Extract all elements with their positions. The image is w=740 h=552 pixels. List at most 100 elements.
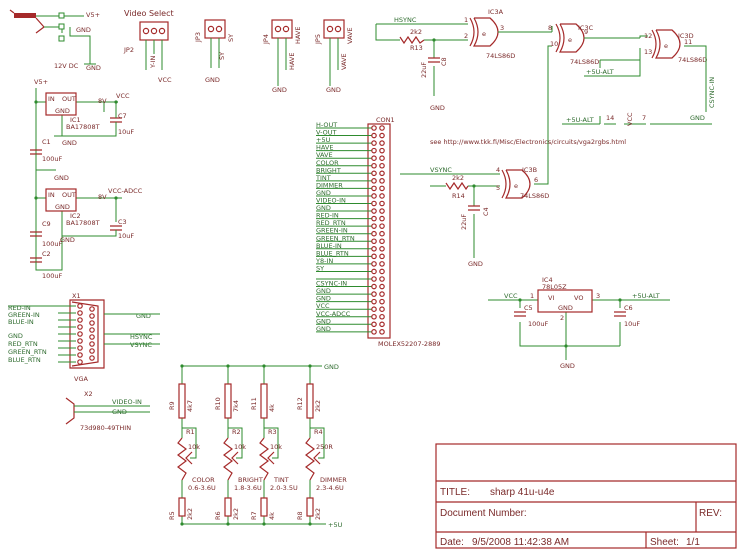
ic3-d-part: 74LS86D — [678, 56, 707, 64]
con1-pin-icon — [379, 276, 385, 282]
vga-pin-icon — [89, 327, 95, 333]
x2-part: 73d980-49THIN — [80, 424, 131, 432]
con1-pin-label: RED_RTN — [316, 219, 346, 227]
vga-vsync: VSYNC — [130, 341, 152, 349]
pot-value: 10k — [234, 443, 246, 451]
jp5-ref: JP5 — [314, 34, 322, 45]
ic3-r13v: 2k2 — [410, 28, 422, 36]
con1-pin-label: VAVE — [316, 151, 333, 159]
con1-pin-label: GND — [316, 287, 331, 295]
jack-gnd2-label: GND — [86, 64, 101, 72]
ic3-p5: 5 — [496, 184, 500, 192]
con1-pin-icon — [379, 193, 385, 199]
resistor-icon — [306, 497, 314, 517]
ic2-c3: C3 — [118, 218, 127, 226]
jack-body-icon — [14, 13, 36, 18]
pot-ref: R4 — [314, 428, 323, 436]
tb-title-label: TITLE: — [440, 487, 470, 498]
ic3-a-sym: e — [482, 30, 486, 38]
pot-rtop-value: 7k4 — [232, 400, 240, 412]
con1-pin-icon — [379, 155, 385, 162]
ic2-net-out: VCC-ADCC — [108, 187, 143, 195]
pot-rtop-ref: R10 — [214, 397, 222, 410]
ic3-p9: 9 — [584, 28, 588, 36]
con1-pin-label: GND — [316, 325, 331, 333]
vga-in-6: GREEN_RTN — [8, 348, 47, 356]
jp2-label: Video Select — [124, 9, 174, 18]
ic4-vi: VI — [548, 294, 554, 302]
jp2-y-in: Y-IN — [149, 56, 157, 69]
jp4-pin: HAVE — [294, 27, 302, 44]
resistor-icon — [178, 383, 186, 419]
con1-pin-icon — [379, 283, 385, 290]
pot-range: 1.8-3.6U — [234, 484, 262, 492]
jumper-jp5: JP5 VAVE VAVE GND — [314, 19, 354, 94]
con1-pin-icon — [379, 185, 385, 192]
pot-ref: R2 — [232, 428, 241, 436]
pot-rbot-ref: R5 — [168, 511, 176, 520]
ic3-c4v: 22uF — [460, 214, 468, 230]
con1-pin-label: HAVE — [316, 144, 333, 152]
con1-pin-icon — [371, 238, 377, 245]
jp3-gnd: GND — [205, 76, 220, 84]
con1-pin-label: VIDEO-IN — [316, 197, 346, 205]
vga-pin-icon — [77, 359, 83, 365]
ic3-url: see http://www.tkk.fi/Misc/Electronics/c… — [430, 138, 626, 146]
ic3-pwr7: 7 — [642, 114, 646, 122]
tb-date-label: Date: — [440, 537, 464, 548]
regulator-ic2: IN OUT GND IC2 BA17808T 8V VCC-ADCC C3 1… — [30, 170, 143, 280]
pot-range: 0.6-3.6U — [188, 484, 216, 492]
ic1-gnd-a: GND — [62, 139, 77, 147]
ic1-c7: C7 — [118, 112, 127, 120]
ic3-c-part: 74LS86D — [570, 58, 599, 66]
con1-pin-icon — [371, 185, 377, 192]
ic3-a-part: 74LS86D — [486, 52, 515, 60]
ic4-gnd: GND — [558, 304, 573, 312]
ic3-gnd-a: GND — [430, 104, 445, 112]
vga-in-0: RED-IN — [8, 304, 31, 312]
con1-pin-icon — [371, 291, 377, 297]
ic3-gnd-b: GND — [468, 260, 483, 268]
con1-pin-icon — [371, 276, 377, 282]
con1-pin-icon — [379, 298, 385, 305]
tb-title-value: sharp 41u-u4e — [490, 487, 555, 498]
con1-pin-icon — [379, 170, 385, 177]
ic3-vsync: VSYNC — [430, 166, 452, 174]
ic3-r14v: 2k2 — [452, 174, 464, 182]
ic3-c8v: 22uF — [420, 62, 428, 78]
con1-pin-icon — [371, 147, 377, 154]
con1-pin-icon — [379, 261, 385, 267]
jack-desc: 12V DC — [54, 62, 79, 70]
regulator-ic1: V5+ IN OUT GND IC1 BA17808T 8V VCC C7 10… — [30, 78, 134, 182]
ic1-in: IN — [48, 95, 55, 103]
vga-in-7: BLUE_RTN — [8, 356, 41, 364]
con1-pin-icon — [379, 306, 385, 313]
pot-value: 10k — [188, 443, 200, 451]
x2-gnd: GND — [112, 408, 127, 416]
ic3-hsync: HSYNC — [394, 16, 417, 24]
vga-pin-icon — [77, 352, 83, 358]
con1-pin-icon — [371, 321, 377, 328]
con1-pin-icon — [379, 132, 385, 139]
con1-pin-icon — [371, 208, 377, 214]
con1-pin-icon — [379, 215, 385, 222]
ic3-csync: CSYNC-IN — [708, 77, 716, 108]
con1-pin-icon — [371, 162, 377, 169]
con1-pin-icon — [379, 268, 385, 275]
ic3-pwr-gnd: GND — [690, 114, 705, 122]
con1-pin-icon — [371, 170, 377, 177]
ic4-ref: IC4 — [542, 276, 553, 284]
x2-video: VIDEO-IN — [112, 398, 142, 406]
ic1-gnd: GND — [55, 107, 70, 115]
ic1-net-out: VCC — [116, 92, 130, 100]
vga-pin-icon — [77, 310, 83, 316]
con1-pin-icon — [371, 283, 377, 290]
ic4-c6: C6 — [624, 304, 633, 312]
jp3-pin2: SY — [218, 52, 226, 60]
ic1-c1: C1 — [42, 138, 51, 146]
resistor-icon — [260, 497, 268, 517]
ic3-pwr14: 14 — [606, 114, 614, 122]
tb-date-value: 9/5/2008 11:42:38 AM — [472, 537, 569, 548]
